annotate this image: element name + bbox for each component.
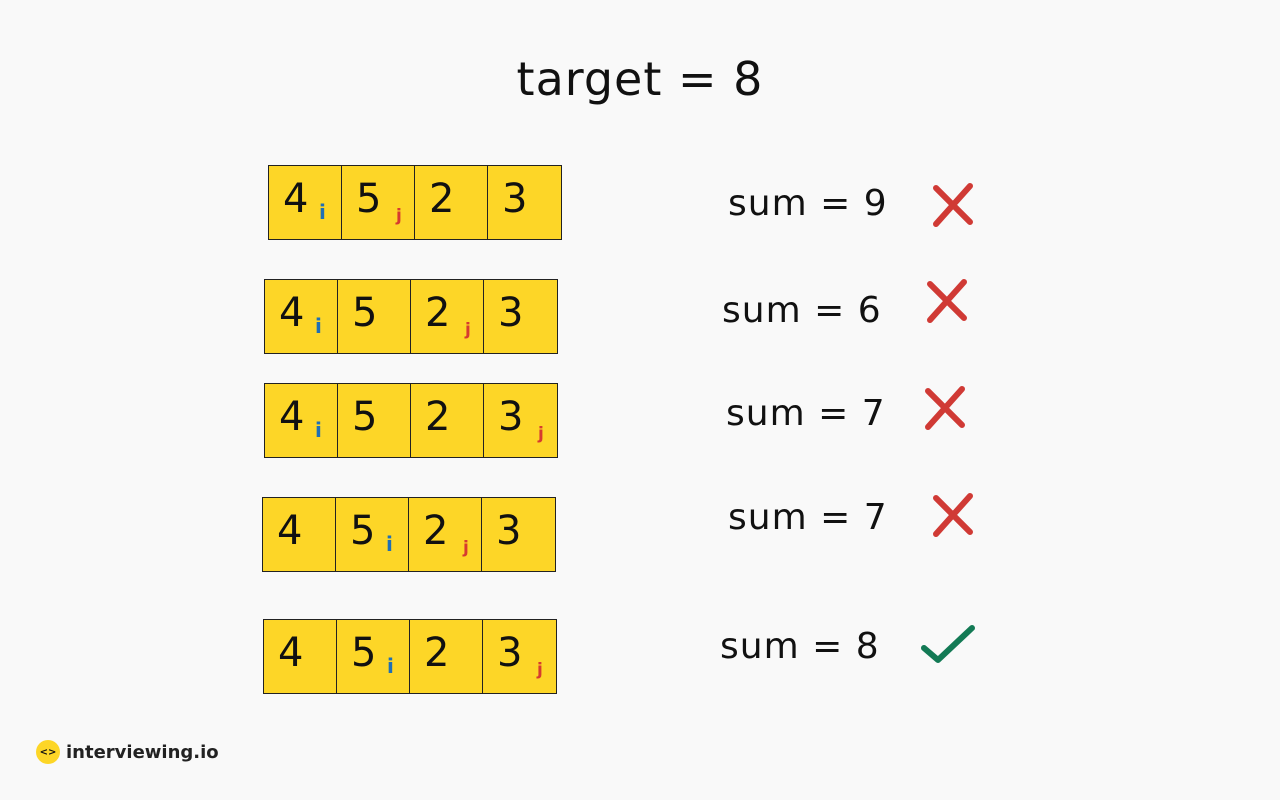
cell-value: 2 [429,176,455,222]
cell-value: 4 [283,176,309,222]
cell-value: 2 [425,290,451,336]
code-bracket-icon: <> [36,740,60,764]
cell-value: 3 [498,290,524,336]
cross-icon [928,180,978,230]
cross-icon [928,490,978,540]
pointer-j: j [465,320,471,340]
cell-value: 5 [351,630,377,676]
sum-label: sum = 9 [728,183,888,224]
pointer-j: j [463,538,469,558]
sum-label: sum = 8 [720,626,880,667]
cross-icon [920,383,970,433]
pointer-i: i [387,654,394,678]
cell-value: 2 [424,630,450,676]
cell-value: 2 [425,394,451,440]
pointer-i: i [315,314,322,338]
pointer-i: i [386,532,393,556]
cell-value: 4 [279,290,305,336]
diagram-title: target = 8 [516,52,764,106]
check-icon [920,620,975,670]
sum-label: sum = 7 [728,497,888,538]
cell-value: 3 [498,394,524,440]
cell-value: 4 [279,394,305,440]
cell-value: 2 [423,508,449,554]
cell-value: 5 [352,394,378,440]
cell-value: 3 [497,630,523,676]
logo: <> interviewing.io [36,740,219,764]
array-cell: 4 [263,498,336,571]
cell-value: 5 [352,290,378,336]
array-cell: 3 [482,498,555,571]
array-cell: 2 [410,620,483,693]
array-cell: 5 [338,384,411,457]
array-cell: 5 [338,280,411,353]
sum-label: sum = 7 [726,393,886,434]
array-cell: 4 [264,620,337,693]
cross-icon [922,276,972,326]
array-cell: 3 [488,166,561,239]
cell-value: 5 [356,176,382,222]
sum-label: sum = 6 [722,290,882,331]
array-cell: 3 [484,280,557,353]
pointer-j: j [396,206,402,226]
cell-value: 4 [278,630,304,676]
cell-value: 4 [277,508,303,554]
pointer-i: i [315,418,322,442]
logo-text: interviewing.io [66,741,219,763]
array-cell: 2 [415,166,488,239]
pointer-j: j [537,660,543,680]
pointer-i: i [319,200,326,224]
pointer-j: j [538,424,544,444]
cell-value: 3 [496,508,522,554]
cell-value: 5 [350,508,376,554]
cell-value: 3 [502,176,528,222]
array-cell: 2 [411,384,484,457]
